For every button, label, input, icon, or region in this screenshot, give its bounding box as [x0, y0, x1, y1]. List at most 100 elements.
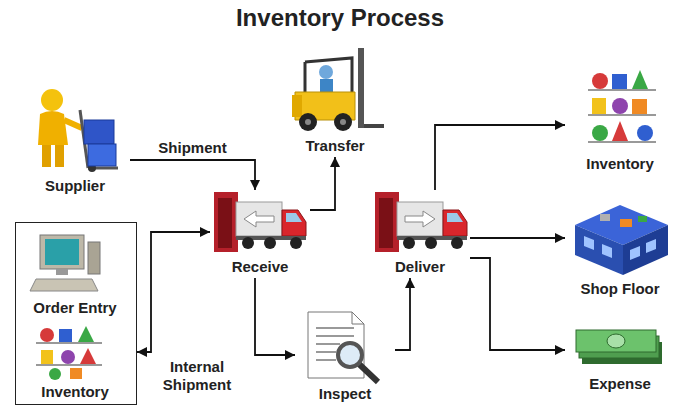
inventory-node: Inventory: [20, 323, 130, 403]
shop-floor-icon-part: [602, 244, 612, 258]
inspect-icon-part: [352, 312, 364, 324]
inspect-icon-part: [359, 364, 378, 382]
shop-floor-icon-part: [646, 239, 656, 253]
receive-truck-icon: [214, 192, 306, 252]
forklift-icon-part: [292, 95, 302, 117]
forklift-icon-part: [358, 48, 364, 128]
receive-node: Receive: [210, 190, 310, 278]
node-label: Inventory: [586, 155, 654, 173]
inspect-icon-part: [308, 312, 364, 378]
forklift-icon: [292, 48, 384, 131]
node-label: Receive: [232, 258, 289, 276]
inventory-icon-part: [637, 125, 653, 141]
inventory-node: Inventory: [565, 55, 675, 175]
deliver-truck-icon-part: [405, 211, 435, 227]
supplier-icon-part: [41, 89, 63, 111]
stock-icon-part: [80, 348, 96, 364]
computer-icon: [30, 235, 100, 291]
stock-icon-part: [36, 364, 102, 366]
stock-icon: [36, 326, 102, 380]
node-label: Transfer: [305, 137, 364, 155]
node-label: Inspect: [319, 385, 372, 403]
node-label: Deliver: [395, 258, 445, 276]
computer-icon-part: [40, 235, 84, 269]
flow-arrow: [470, 237, 565, 239]
supplier-icon-part: [84, 120, 114, 144]
inspect-icon: [308, 312, 378, 382]
supplier-icon-part: [38, 111, 68, 145]
edge-label: Shipment: [156, 139, 228, 157]
supplier-icon-part: [55, 145, 64, 167]
inventory-icon-part: [612, 121, 628, 141]
forklift-icon-part: [304, 62, 307, 92]
computer-icon-part: [45, 239, 79, 265]
inspect-icon-part: [316, 343, 340, 345]
shop-floor-icon-part: [623, 225, 668, 275]
inspect-icon-part: [316, 359, 336, 361]
inspect-icon-part: [316, 327, 354, 329]
shop-floor-icon-part: [638, 216, 647, 222]
forklift-icon-part: [319, 65, 333, 79]
shop-floor-icon-part: [620, 219, 632, 227]
forklift-icon-part: [334, 113, 352, 131]
edge-label: Internal Shipment: [145, 358, 249, 394]
inventory-icon-part: [612, 98, 628, 114]
order-entry-node: Order Entry: [20, 227, 130, 319]
stock-icon-part: [40, 328, 54, 342]
node-label: Shop Floor: [580, 280, 659, 298]
inventory-icon-part: [612, 74, 627, 89]
stock-icon-part: [49, 368, 61, 380]
flow-arrow: [435, 125, 565, 190]
expense-icon: [576, 330, 662, 364]
computer-icon-part: [88, 242, 100, 274]
supplier-icon: [38, 89, 118, 172]
expense-node: Expense: [565, 320, 675, 395]
diagram-title: Inventory Process: [0, 4, 680, 32]
forklift-icon-part: [340, 119, 346, 125]
computer-icon-part: [56, 269, 68, 275]
inventory-icon-part: [592, 98, 606, 114]
inventory-icon-part: [632, 99, 647, 114]
flow-arrow: [130, 160, 255, 190]
inventory-icon-part: [632, 70, 648, 89]
node-label: Expense: [589, 375, 651, 393]
stock-icon-part: [70, 368, 82, 379]
receive-truck-icon-part: [244, 211, 274, 227]
inventory-icon-part: [588, 114, 656, 116]
inventory-icon-part: [592, 73, 608, 89]
expense-icon-part: [607, 334, 625, 348]
inventory-icon: [588, 70, 656, 142]
deliver-node: Deliver: [370, 190, 470, 278]
node-label: Order Entry: [33, 299, 116, 317]
receive-truck-icon-part: [214, 192, 306, 252]
inspect-icon-part: [316, 335, 354, 337]
shop-floor-icon-part: [600, 214, 610, 221]
stock-icon-part: [36, 342, 102, 344]
flow-arrow: [470, 258, 565, 350]
forklift-icon-part: [299, 113, 317, 131]
flow-arrow: [137, 232, 210, 352]
deliver-truck-icon-part: [375, 192, 467, 252]
computer-icon-part: [30, 279, 98, 291]
transfer-node: Transfer: [285, 42, 385, 157]
node-label: Inventory: [41, 383, 109, 401]
stock-icon-part: [61, 350, 75, 364]
stock-icon-part: [59, 329, 72, 342]
shop-floor-node: Shop Floor: [565, 195, 675, 300]
inventory-icon-part: [588, 89, 656, 91]
shop-floor-icon-part: [584, 236, 594, 250]
shop-floor-icon-part: [575, 225, 623, 275]
supplier-icon-part: [88, 144, 116, 166]
stock-icon-part: [41, 350, 53, 364]
supplier-node: Supplier: [20, 82, 130, 197]
forklift-icon-part: [364, 124, 384, 128]
shop-floor-icon: [575, 205, 668, 275]
inspect-icon-part: [316, 351, 336, 353]
node-label: Supplier: [45, 177, 105, 195]
supplier-icon-part: [42, 145, 51, 167]
supplier-icon-part: [64, 120, 82, 128]
inventory-icon-part: [588, 141, 656, 143]
